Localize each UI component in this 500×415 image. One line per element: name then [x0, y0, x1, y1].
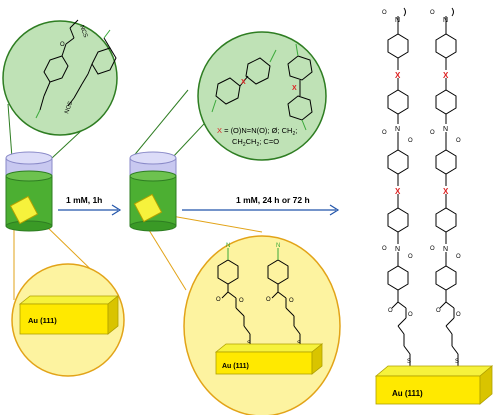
atom-label: O — [60, 42, 65, 48]
atom-label: N — [276, 243, 280, 249]
atom-label: O — [382, 246, 387, 252]
x-marker: X — [395, 71, 401, 80]
multilayer-stacks: X X X X N N O O N N O O O O N N O O O O … — [374, 7, 494, 405]
atom-label: O — [430, 246, 435, 252]
substrate-label: Au (111) — [28, 316, 57, 325]
vial-1 — [5, 151, 53, 232]
x-marker: X — [241, 79, 246, 86]
atom-label: S — [407, 359, 411, 365]
atom-label: O — [408, 138, 413, 144]
atom-label: O — [436, 308, 441, 314]
zoom-circle-sam: O O O O N N S S Au (111) — [183, 235, 341, 415]
atom-label: N — [443, 17, 448, 24]
x-marker: X — [292, 85, 297, 92]
atom-label: O — [289, 298, 294, 304]
x-marker: X — [443, 187, 449, 196]
atom-label: O — [456, 138, 461, 144]
gold-slide — [133, 193, 163, 223]
atom-label: O — [408, 312, 413, 318]
atom-label: N — [443, 246, 448, 253]
atom-label: O — [456, 312, 461, 318]
atom-label: N — [443, 126, 448, 133]
atom-label: S — [455, 359, 459, 365]
substrate-label: Au (111) — [392, 389, 423, 398]
x-marker: X — [395, 187, 401, 196]
atom-label: O — [239, 298, 244, 304]
atom-label: O — [382, 10, 387, 16]
atom-label: O — [430, 10, 435, 16]
x-marker: X — [443, 71, 449, 80]
arrow-step-1 — [58, 204, 122, 216]
zoom-circle-bare-gold: Au (111) — [11, 263, 125, 377]
atom-label: O — [388, 308, 393, 314]
atom-label-ncs: NCS — [64, 101, 74, 115]
zoom-circle-dimers: X X X = (O)N=N(O); Ø; CH2; CH2CH2; C=O — [197, 31, 327, 161]
substrate-label: Au (111) — [222, 363, 249, 370]
arrow-step-2 — [182, 204, 340, 216]
atom-label: O — [382, 130, 387, 136]
atom-label-ncs: NCS — [78, 25, 88, 39]
atom-label: O — [266, 297, 271, 303]
gold-slide — [9, 195, 39, 225]
atom-label: O — [408, 254, 413, 260]
atom-label: N — [226, 243, 230, 249]
step-1-label: 1 mM, 1h — [66, 195, 102, 205]
vial-2 — [129, 151, 177, 232]
atom-label: N — [395, 246, 400, 253]
step-2-label: 1 mM, 24 h or 72 h — [236, 195, 310, 205]
atom-label: O — [216, 297, 221, 303]
zoom-circle-thiocyanate: O NCS NCS — [2, 19, 118, 136]
atom-label: N — [395, 126, 400, 133]
atom-label: N — [395, 17, 400, 24]
atom-label: O — [456, 254, 461, 260]
x-definition-line2: CH2CH2; C=O — [232, 137, 279, 148]
x-definition-line1: X = (O)N=N(O); Ø; CH2; — [217, 126, 297, 137]
atom-label: O — [430, 130, 435, 136]
